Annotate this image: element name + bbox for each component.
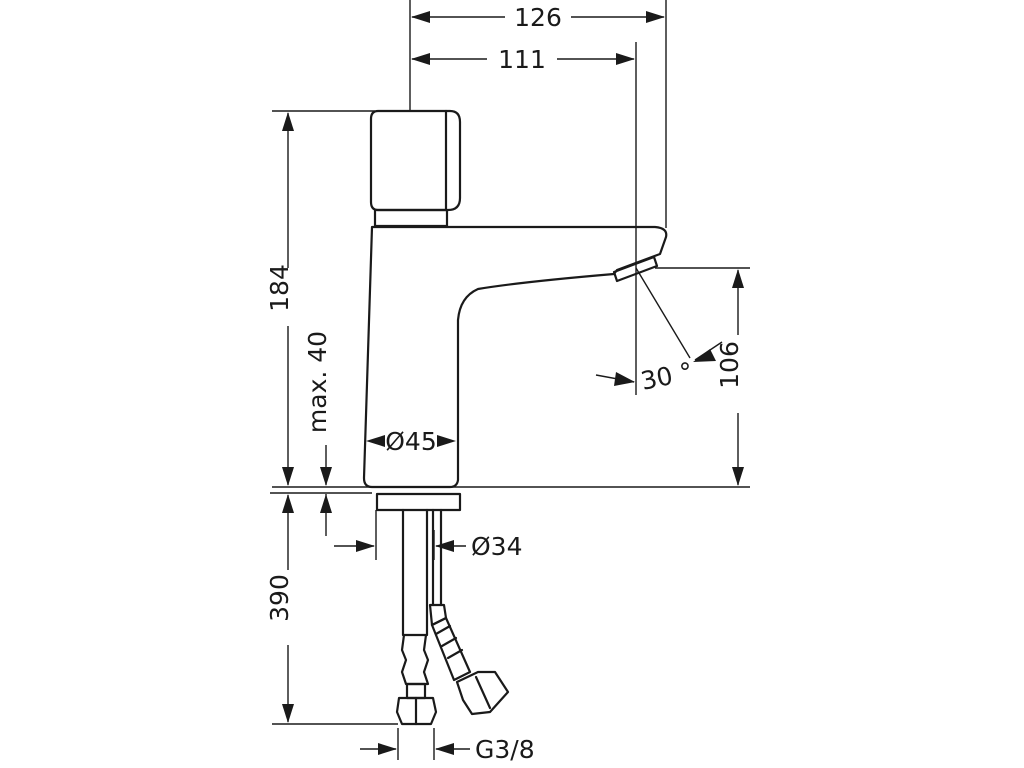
right-supply-hose [428, 508, 510, 716]
dim-overall-depth: 126 [514, 3, 562, 32]
dim-hose-length: 390 [265, 574, 294, 622]
mounting-flange [375, 492, 462, 512]
faucet-outline [362, 109, 668, 726]
left-supply-hose [395, 633, 438, 726]
dim-body-diameter: Ø45 [385, 427, 437, 456]
aerator [612, 255, 659, 283]
dim-hole-diameter: Ø34 [471, 532, 523, 561]
dim-deck-thickness: max. 40 [303, 331, 332, 433]
dim-connection-thread: G3/8 [475, 735, 535, 764]
dim-spout-reach: 111 [498, 45, 546, 74]
dim-total-height: 184 [265, 264, 294, 312]
dimension-lines [282, 11, 744, 755]
extension-lines [270, 0, 750, 760]
button-collar [373, 208, 449, 228]
dim-spout-height: 106 [715, 341, 744, 389]
dim-spray-angle: 30 ° [638, 357, 695, 396]
